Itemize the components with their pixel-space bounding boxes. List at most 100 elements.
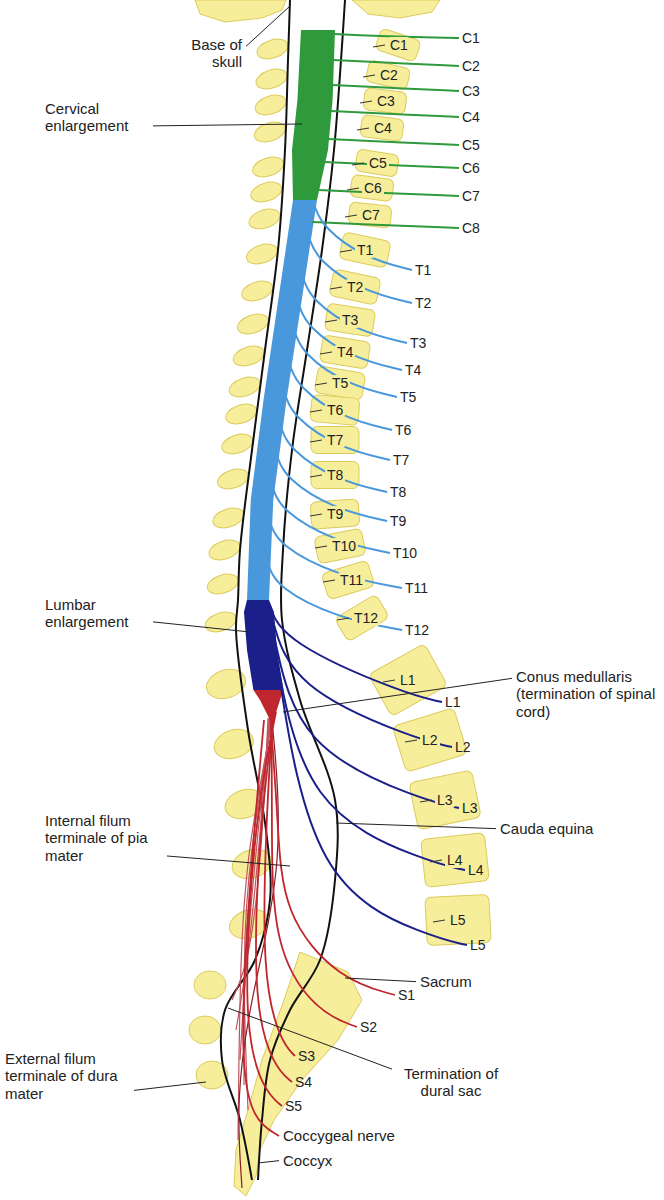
vertebra-tick bbox=[310, 410, 322, 412]
vertebra-tick bbox=[420, 800, 432, 802]
nerve-label: L1 bbox=[445, 694, 461, 710]
spinous-process bbox=[239, 277, 275, 304]
vertebral-body bbox=[375, 28, 422, 62]
spinous-process bbox=[223, 400, 259, 427]
vertebra-label: T3 bbox=[340, 312, 360, 328]
lumbar-nerve bbox=[274, 635, 459, 808]
spinous-process bbox=[210, 504, 246, 531]
spinal-cord-segment bbox=[244, 600, 283, 690]
vertebra-tick bbox=[323, 580, 335, 582]
vertebra-tick bbox=[345, 215, 357, 217]
leader-line bbox=[258, 1161, 279, 1163]
vertebral-body bbox=[311, 462, 359, 489]
vertebra-tick bbox=[337, 618, 349, 620]
vertebra-tick bbox=[310, 440, 322, 442]
structure-label: Termination of dural sac bbox=[396, 1065, 506, 1100]
cervical-nerve bbox=[331, 85, 459, 91]
vertebral-body bbox=[334, 594, 389, 642]
vertebra-label: L5 bbox=[448, 912, 468, 928]
nerve-label: T8 bbox=[390, 484, 406, 500]
nerve-label: T4 bbox=[405, 362, 421, 378]
vertebra-tick bbox=[430, 860, 442, 862]
cervical-nerve bbox=[312, 222, 459, 228]
nerve-label: L3 bbox=[462, 800, 478, 816]
leader-line bbox=[153, 124, 302, 126]
spinous-process bbox=[248, 178, 284, 205]
sacral-crest bbox=[194, 971, 226, 999]
structure-label: Cauda equina bbox=[500, 820, 620, 837]
structure-label: Conus medullaris (termination of spinal … bbox=[516, 668, 658, 720]
thoracic-nerve bbox=[281, 427, 387, 492]
structure-label: Lumbar enlargement bbox=[45, 596, 149, 631]
thoracic-nerve bbox=[309, 238, 412, 303]
vertebra-tick bbox=[325, 320, 337, 322]
leader-line bbox=[153, 622, 250, 632]
vertebra-label: C3 bbox=[375, 93, 397, 109]
sacral-nerve bbox=[264, 712, 295, 1056]
spinous-process bbox=[205, 570, 241, 597]
nerve-label: T1 bbox=[415, 262, 431, 278]
spinous-process bbox=[244, 240, 280, 267]
sacral-nerve bbox=[270, 712, 395, 995]
sacral-nerve bbox=[256, 712, 292, 1082]
nerve-label: T11 bbox=[405, 580, 428, 596]
vertebra-tick bbox=[315, 383, 327, 385]
vertebra-label: T10 bbox=[330, 538, 358, 554]
vertebra-tick bbox=[320, 352, 332, 354]
spinous-process bbox=[231, 342, 267, 369]
vertebra-tick bbox=[433, 920, 445, 922]
nerve-label: L5 bbox=[470, 937, 486, 953]
nerve-label: T12 bbox=[405, 622, 429, 638]
vertebra-tick bbox=[383, 680, 395, 682]
vertebra-label: T2 bbox=[345, 279, 365, 295]
nerve-label: T10 bbox=[393, 545, 417, 561]
nerve-label: C7 bbox=[462, 188, 480, 204]
cervical-nerve bbox=[317, 190, 459, 196]
sacral-crest bbox=[189, 1016, 221, 1044]
nerve-label: S5 bbox=[285, 1098, 302, 1114]
thoracic-nerve bbox=[314, 205, 412, 270]
spinous-process bbox=[246, 205, 282, 232]
lumbar-nerve bbox=[273, 620, 452, 747]
nerve-label: T7 bbox=[393, 452, 409, 468]
vertebra-label: C4 bbox=[372, 120, 394, 136]
nerve-label: L4 bbox=[468, 862, 484, 878]
sacral-nerve bbox=[247, 712, 282, 1106]
nerve-label: S2 bbox=[360, 1019, 377, 1035]
vertebra-label: T1 bbox=[355, 242, 375, 258]
nerve-label: C4 bbox=[462, 109, 480, 125]
spinous-process bbox=[227, 373, 263, 400]
vertebra-label: T7 bbox=[325, 432, 345, 448]
structure-label: Coccyx bbox=[283, 1152, 363, 1169]
vertebral-body bbox=[310, 499, 360, 529]
structure-label: Cervical enlargement bbox=[45, 100, 149, 135]
cauda-fibre bbox=[232, 718, 268, 1000]
structure-label: External filum terminale of dura mater bbox=[5, 1050, 130, 1102]
skull-base bbox=[195, 0, 286, 22]
sacral-nerve bbox=[272, 712, 358, 1027]
nerve-label: S4 bbox=[295, 1074, 312, 1090]
spinous-process bbox=[254, 65, 290, 92]
thoracic-nerve bbox=[290, 365, 392, 430]
nerve-label: C1 bbox=[462, 30, 480, 46]
nerve-label: L2 bbox=[455, 739, 471, 755]
spinous-process bbox=[255, 35, 291, 62]
lumbar-nerve bbox=[275, 650, 465, 870]
vertebra-tick bbox=[330, 287, 342, 289]
spinous-process bbox=[250, 153, 286, 180]
vertebral-body bbox=[368, 643, 447, 716]
vertebral-body bbox=[409, 770, 481, 830]
vertebra-tick bbox=[352, 163, 364, 165]
spinal-cord-segment bbox=[253, 690, 283, 722]
vertebra-label: T12 bbox=[352, 610, 380, 626]
nerve-label: T3 bbox=[410, 335, 426, 351]
cervical-nerve bbox=[323, 162, 459, 168]
thoracic-nerve bbox=[295, 332, 397, 397]
structure-label: Internal filum terminale of pia mater bbox=[45, 812, 163, 864]
leader-line bbox=[246, 6, 290, 46]
sacrum-bone bbox=[234, 952, 362, 1196]
spinous-process bbox=[252, 118, 288, 145]
vertebra-label: T6 bbox=[325, 402, 345, 418]
